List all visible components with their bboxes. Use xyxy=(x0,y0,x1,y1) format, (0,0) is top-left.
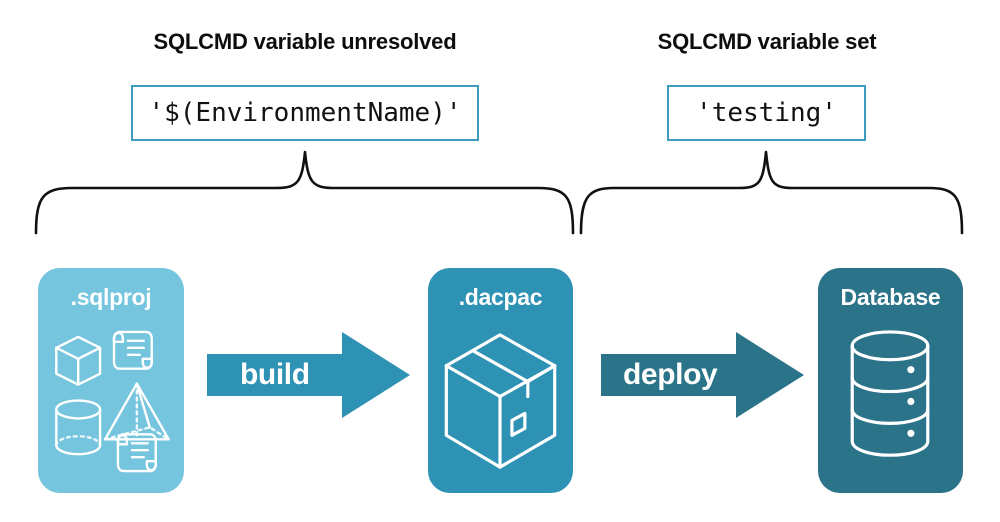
brace-left-icon xyxy=(34,150,575,235)
cube-icon xyxy=(55,335,102,386)
database-cylinder-icon xyxy=(850,330,930,457)
code-value-unresolved: '$(EnvironmentName)' xyxy=(131,85,479,141)
arrow-build: build xyxy=(207,332,410,418)
stage-box-database: Database xyxy=(818,268,963,493)
code-value-set: 'testing' xyxy=(667,85,866,141)
arrow-right-icon xyxy=(601,332,804,418)
arrow-right-icon xyxy=(207,332,410,418)
scroll-icon xyxy=(112,330,153,370)
package-box-icon xyxy=(444,333,557,469)
scroll-icon xyxy=(116,433,157,473)
pyramid-icon xyxy=(103,382,170,441)
stage-box-sqlproj: .sqlproj xyxy=(38,268,184,493)
arrow-label-build: build xyxy=(240,358,310,391)
database-artwork xyxy=(818,318,963,487)
stage-label-dacpac: .dacpac xyxy=(458,284,543,310)
arrow-deploy: deploy xyxy=(601,332,804,418)
sqlproj-icon-cluster xyxy=(55,330,170,473)
arrow-label-deploy: deploy xyxy=(623,358,718,391)
stage-label-database: Database xyxy=(840,284,941,310)
section-heading-set: SQLCMD variable set xyxy=(657,29,877,54)
stage-label-sqlproj: .sqlproj xyxy=(70,284,152,310)
stage-box-dacpac: .dacpac xyxy=(428,268,573,493)
cylinder-icon xyxy=(55,399,102,456)
brace-right-icon xyxy=(579,150,964,235)
section-heading-unresolved: SQLCMD variable unresolved xyxy=(153,29,457,54)
sqlproj-artwork xyxy=(38,318,184,487)
dacpac-artwork xyxy=(428,318,573,487)
database-status-dots xyxy=(907,366,915,437)
